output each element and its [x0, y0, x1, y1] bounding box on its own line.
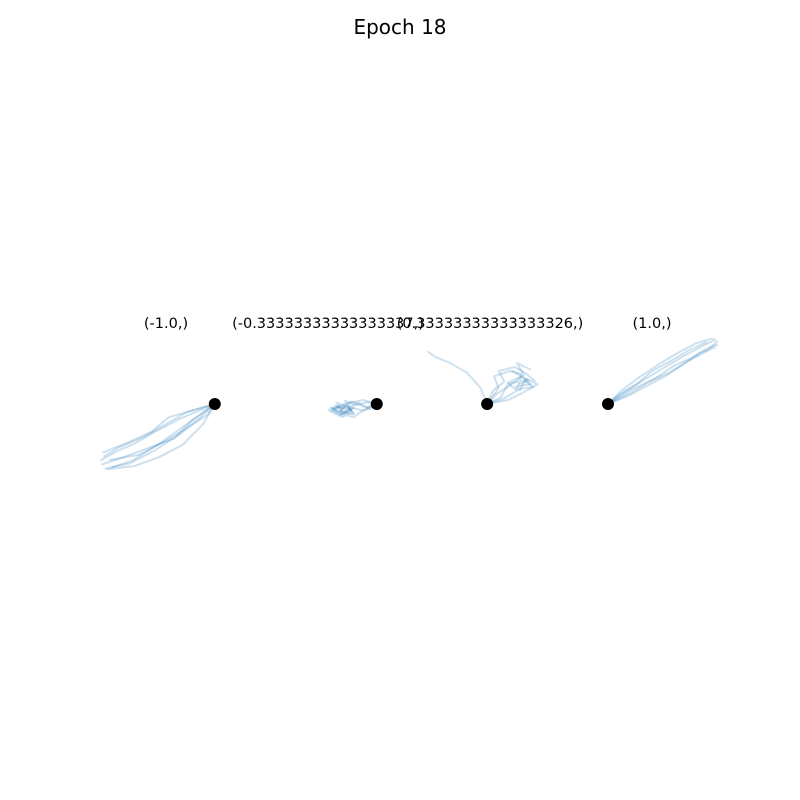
trajectory-line	[327, 399, 377, 416]
trajectory-line	[607, 338, 714, 405]
subplot-row: (-1.0,) (-0.33333333333333337,)(0.3333333…	[100, 316, 718, 470]
trajectory-line	[486, 366, 536, 405]
trajectory-line	[607, 338, 717, 405]
subplot-1: (-1.0,)	[100, 316, 221, 470]
trajectory-line	[329, 403, 378, 417]
trajectory-line	[426, 350, 489, 405]
subplot-title: (-0.33333333333333337,)	[232, 316, 424, 332]
origin-marker	[208, 398, 221, 410]
trajectory-line	[486, 362, 532, 405]
trajectory-line	[106, 403, 216, 470]
trajectory-line	[486, 375, 532, 405]
subplot-title: (1.0,)	[633, 316, 672, 332]
trajectory-group	[426, 350, 539, 405]
trajectory-group	[327, 399, 378, 419]
trajectory-line	[111, 403, 216, 469]
subplot-3: (0.33333333333333326,)	[397, 316, 584, 410]
trajectory-line	[100, 403, 216, 466]
trajectory-line	[330, 399, 378, 416]
trajectory-line	[607, 346, 717, 405]
subplot-4: (1.0,)	[602, 316, 718, 410]
trajectory-line	[335, 401, 378, 415]
trajectory-group	[100, 403, 216, 470]
trajectory-line	[607, 341, 708, 405]
origin-marker	[602, 398, 614, 410]
subplot-2: (-0.33333333333333337,)	[232, 316, 424, 419]
trajectory-line	[486, 374, 535, 405]
trajectory-line	[104, 403, 216, 470]
figure-title: Epoch 18	[353, 15, 446, 39]
trajectory-line	[102, 403, 216, 458]
trajectory-line	[486, 370, 530, 405]
origin-marker	[481, 398, 494, 410]
trajectory-line	[100, 403, 216, 462]
trajectory-line	[607, 343, 718, 405]
trajectory-line	[334, 400, 378, 415]
trajectory-line	[607, 339, 718, 405]
trajectory-line	[109, 403, 216, 462]
trajectory-line	[486, 377, 539, 405]
trajectory-line	[101, 403, 216, 454]
subplot-title: (-1.0,)	[144, 316, 188, 332]
trajectory-group	[607, 338, 718, 405]
origin-marker	[370, 398, 383, 410]
subplot-title: (0.33333333333333326,)	[397, 316, 584, 332]
trajectory-line	[332, 403, 378, 419]
